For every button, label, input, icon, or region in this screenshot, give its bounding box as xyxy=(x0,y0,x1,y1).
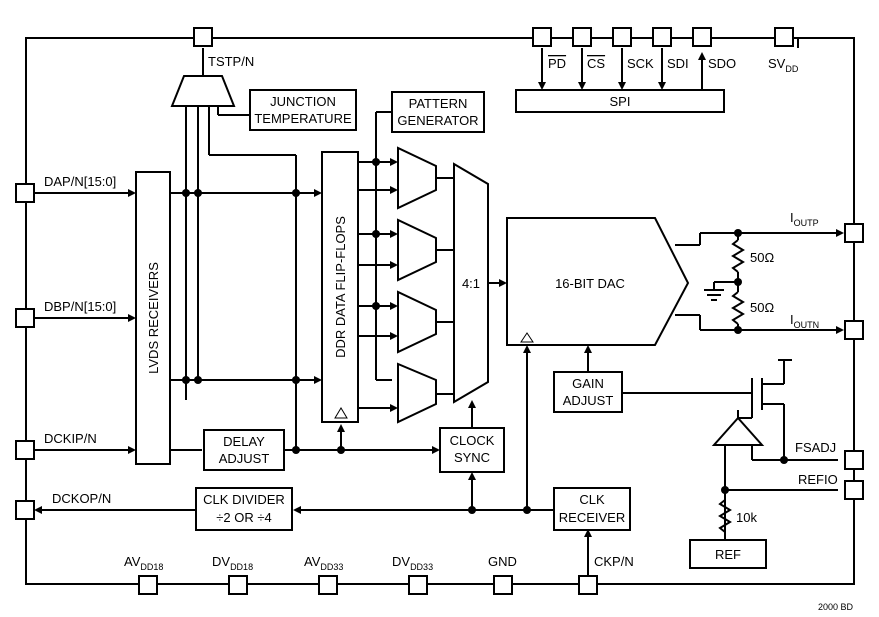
label-ioutp: IOUTP xyxy=(790,210,819,228)
label-sck: SCK xyxy=(627,56,654,71)
pattern-generator-block: PATTERN GENERATOR xyxy=(391,91,485,133)
pin-svdd xyxy=(774,27,794,47)
clk-divider-block: CLK DIVIDER ÷2 OR ÷4 xyxy=(195,487,293,531)
lvds-receivers-block: LVDS RECEIVERS xyxy=(135,171,171,465)
pin-dvdd18 xyxy=(228,575,248,595)
svg-text:SPI: SPI xyxy=(610,94,631,109)
label-tstp: TSTP/N xyxy=(208,54,254,69)
svg-text:GAIN: GAIN xyxy=(572,376,604,391)
pin-dckip xyxy=(15,440,35,460)
label-dbp: DBP/N[15:0] xyxy=(44,299,116,314)
label-fsadj: FSADJ xyxy=(795,440,836,455)
label-dckip: DCKIP/N xyxy=(44,431,97,446)
delay-adjust-block: DELAY ADJUST xyxy=(203,429,285,471)
label-avdd18: AVDD18 xyxy=(124,554,163,572)
gain-adjust-block: GAIN ADJUST xyxy=(553,371,623,413)
dac-block: 16-BIT DAC xyxy=(506,217,690,346)
clk-receiver-block: CLK RECEIVER xyxy=(553,487,631,531)
ref-block: REF xyxy=(689,539,767,569)
svg-text:16-BIT DAC: 16-BIT DAC xyxy=(555,276,625,291)
pin-avdd18 xyxy=(138,575,158,595)
label-ioutn: IOUTN xyxy=(790,312,819,330)
pin-gnd xyxy=(493,575,513,595)
label-pd: PD xyxy=(548,56,566,71)
label-dvdd33: DVDD33 xyxy=(392,554,433,572)
junction-temperature-block: JUNCTION TEMPERATURE xyxy=(249,89,357,131)
svg-text:ADJUST: ADJUST xyxy=(563,393,614,408)
svg-text:JUNCTION: JUNCTION xyxy=(270,94,336,109)
pin-refio xyxy=(844,480,864,500)
resistor-top-label: 50Ω xyxy=(750,250,774,265)
label-sdo: SDO xyxy=(708,56,736,71)
pin-sck xyxy=(612,27,632,47)
pin-cs xyxy=(572,27,592,47)
pins xyxy=(15,27,864,595)
svg-text:DDR DATA FLIP-FLOPS: DDR DATA FLIP-FLOPS xyxy=(333,216,348,358)
clock-sync-block: CLOCK SYNC xyxy=(439,427,505,473)
tstp-mux xyxy=(170,75,236,107)
svg-text:DELAY: DELAY xyxy=(223,434,265,449)
label-gnd: GND xyxy=(488,554,517,569)
pin-labels: TSTP/N PD CS SCK SDI SDO SVDD DAP/N[15:0… xyxy=(44,54,838,572)
label-cs: CS xyxy=(587,56,605,71)
svg-text:REF: REF xyxy=(715,547,741,562)
label-dckop: DCKOP/N xyxy=(52,491,111,506)
spi-block: SPI xyxy=(515,89,725,113)
pin-sdi xyxy=(652,27,672,47)
svg-text:CLOCK: CLOCK xyxy=(450,433,495,448)
label-svdd: SVDD xyxy=(768,56,799,74)
mux-4to1-block: 4:1 xyxy=(453,162,489,404)
resistor-bottom-label: 50Ω xyxy=(750,300,774,315)
pin-ckp xyxy=(578,575,598,595)
svg-text:SYNC: SYNC xyxy=(454,450,490,465)
svg-text:RECEIVER: RECEIVER xyxy=(559,510,625,525)
pin-dbp xyxy=(15,308,35,328)
pin-avdd33 xyxy=(318,575,338,595)
figure-code: 2000 BD xyxy=(818,602,854,612)
pin-tstp xyxy=(193,27,213,47)
pin-pd xyxy=(532,27,552,47)
label-ckp: CKP/N xyxy=(594,554,634,569)
svg-text:TEMPERATURE: TEMPERATURE xyxy=(254,111,352,126)
data-buffers xyxy=(397,146,437,424)
svg-text:LVDS RECEIVERS: LVDS RECEIVERS xyxy=(146,262,161,374)
svg-text:CLK DIVIDER: CLK DIVIDER xyxy=(203,492,285,507)
pin-ioutp xyxy=(844,223,864,243)
resistor-ref-label: 10k xyxy=(736,510,757,525)
pin-fsadj xyxy=(844,450,864,470)
pin-dckop xyxy=(15,500,35,520)
pin-sdo xyxy=(692,27,712,47)
pin-dap xyxy=(15,183,35,203)
pin-dvdd33 xyxy=(408,575,428,595)
pin-ioutn xyxy=(844,320,864,340)
label-avdd33: AVDD33 xyxy=(304,554,343,572)
junction-dots xyxy=(182,158,788,514)
svg-text:CLK: CLK xyxy=(579,492,605,507)
label-sdi: SDI xyxy=(667,56,689,71)
svg-text:PATTERN: PATTERN xyxy=(409,96,468,111)
svg-text:ADJUST: ADJUST xyxy=(219,451,270,466)
svg-text:÷2 OR ÷4: ÷2 OR ÷4 xyxy=(216,510,271,525)
label-dvdd18: DVDD18 xyxy=(212,554,253,572)
svg-text:4:1: 4:1 xyxy=(462,276,480,291)
svg-text:GENERATOR: GENERATOR xyxy=(397,113,478,128)
label-dap: DAP/N[15:0] xyxy=(44,174,116,189)
label-refio: REFIO xyxy=(798,472,838,487)
opamp xyxy=(711,416,765,446)
ddr-flip-flops-block: DDR DATA FLIP-FLOPS xyxy=(321,151,359,423)
